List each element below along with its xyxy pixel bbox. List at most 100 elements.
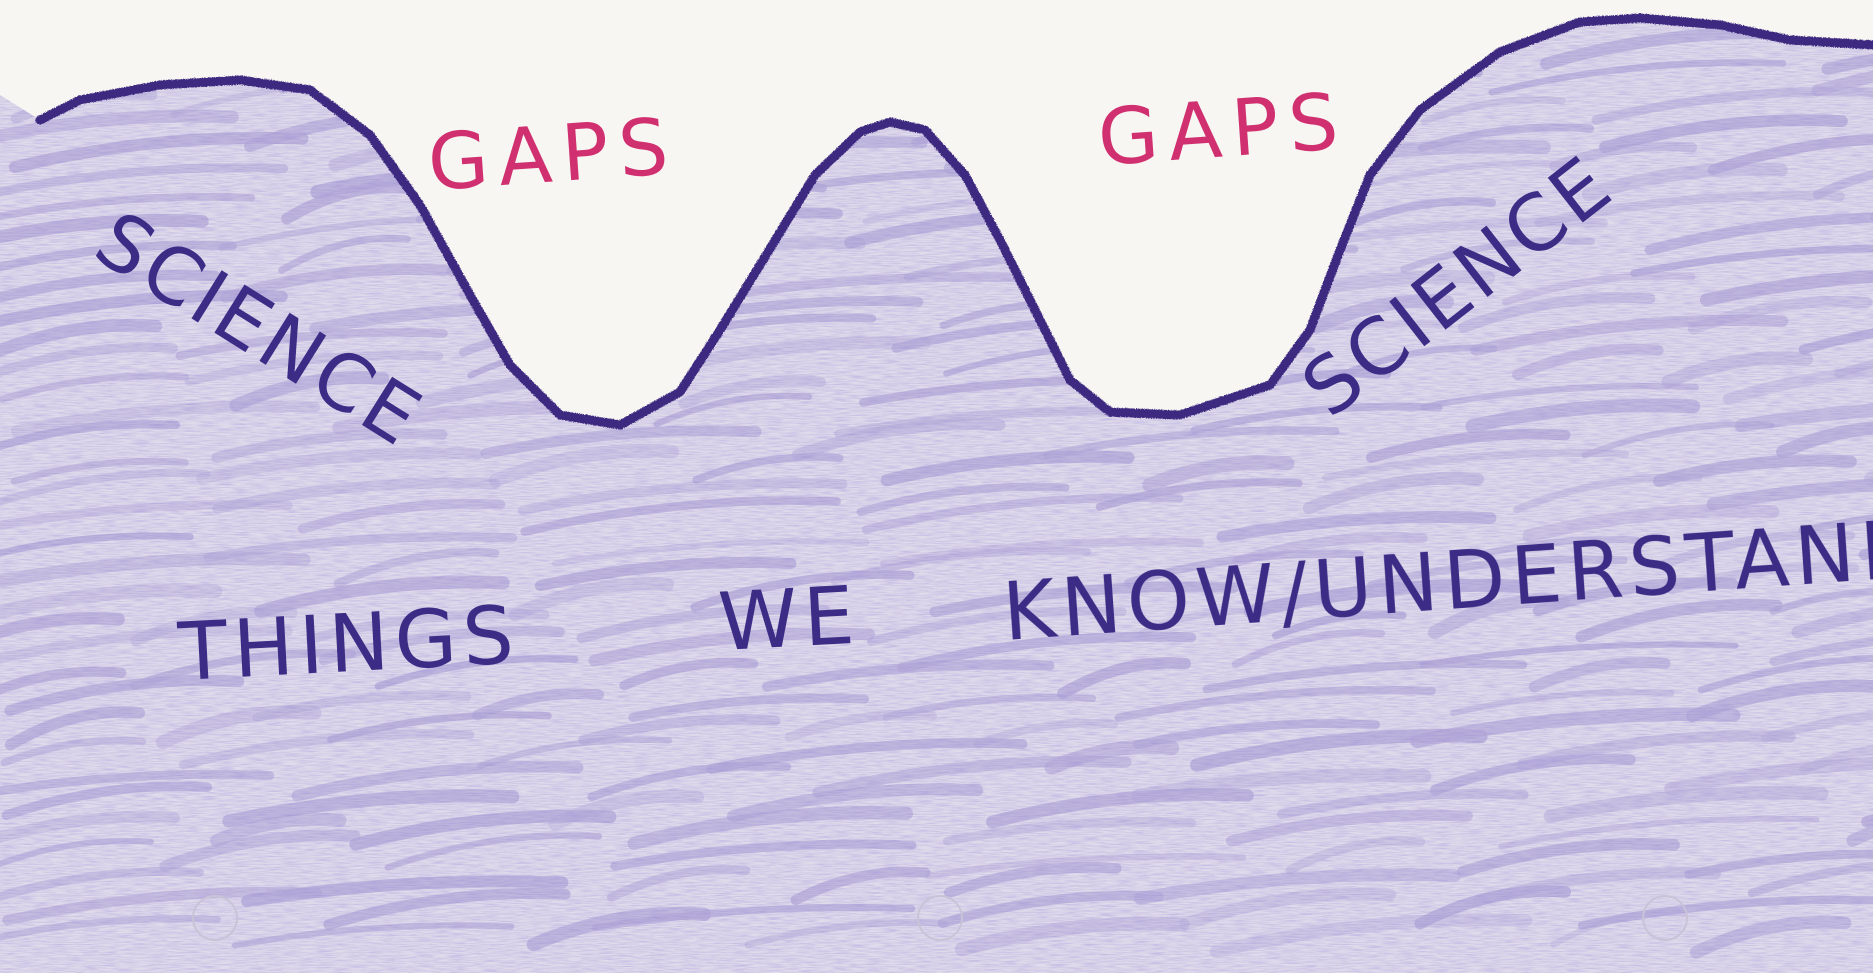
crayon-scribble-stroke	[1591, 86, 1873, 125]
crayon-scribble-stroke	[0, 915, 221, 948]
crayon-scribble-stroke	[508, 577, 674, 622]
crayon-scribble-stroke	[0, 163, 289, 202]
crayon-scribble-stroke	[1231, 629, 1385, 669]
crayon-scribble-stroke	[1575, 598, 1783, 643]
crayon-scribble-stroke	[929, 581, 1240, 617]
crayon-scribble-stroke	[1706, 475, 1873, 511]
crayon-scribble-stroke	[812, 755, 1132, 798]
crayon-scribble-stroke	[1322, 448, 1629, 482]
science-boundary-line	[35, 13, 1873, 430]
crayon-scribble-stroke	[1684, 849, 1873, 879]
crayon-scribble-stroke	[880, 450, 1135, 487]
crayon-scribble-stroke	[1309, 294, 1455, 334]
crayon-scribble-stroke	[0, 532, 194, 567]
crayon-scribble-stroke	[1420, 382, 1699, 410]
crayon-scribble-stroke	[0, 269, 221, 308]
crayon-scribble-stroke	[520, 496, 841, 536]
crayon-scribble-stroke	[1644, 211, 1873, 256]
crayon-scribble-stroke	[0, 811, 181, 856]
crayon-scribble-stroke	[1142, 455, 1295, 492]
crayon-scribble-stroke	[1244, 578, 1528, 619]
crayon-scribble-stroke	[1534, 190, 1845, 228]
crayon-scribble-stroke	[278, 234, 411, 274]
crayon-scribble-stroke	[1653, 454, 1857, 487]
crayon-scribble-stroke	[606, 865, 751, 902]
crayon-scribble-stroke	[1202, 659, 1528, 694]
gaps-label-left: GAPS	[425, 102, 681, 209]
crayon-scribble-stroke	[1400, 237, 1595, 273]
crayon-scribble-stroke	[587, 761, 792, 802]
crayon-scribble-stroke	[1190, 402, 1443, 434]
crayon-scribble-stroke	[252, 690, 472, 723]
crayon-scribble-stroke	[1812, 160, 1873, 200]
crayon-scribble-stroke	[1225, 809, 1473, 847]
crayon-scribble-stroke	[0, 552, 311, 588]
crayon-scribble-stroke	[1095, 478, 1303, 511]
crayon-scribble-stroke	[1550, 909, 1687, 948]
crayon-scribble-stroke	[1345, 197, 1497, 229]
crayon-scribble-stroke	[8, 131, 309, 174]
crayon-scribble-stroke	[1271, 610, 1407, 640]
crayon-scribble-stroke	[1689, 915, 1852, 959]
crayon-scribble-stroke	[241, 875, 569, 908]
crayon-scribble-stroke	[175, 328, 448, 360]
crayon-scribble-stroke	[1834, 339, 1873, 379]
crayon-scribble-stroke	[1131, 768, 1432, 803]
crayon-scribble-stroke	[1791, 600, 1873, 639]
crayon-scribble-stroke	[1660, 530, 1856, 569]
crayon-scribble-stroke	[11, 400, 321, 437]
crayon-scribble-stroke	[0, 612, 125, 647]
crayon-scribble-stroke	[0, 193, 256, 227]
crayon-scribble-stroke	[1664, 755, 1873, 796]
gaps-label-right: GAPS	[1095, 77, 1351, 184]
crayon-scribble-stroke	[1450, 689, 1675, 717]
crayon-scribble-stroke	[1216, 511, 1497, 543]
crayon-scribble-stroke	[229, 371, 390, 412]
crayon-scribble-stroke	[327, 711, 552, 744]
crayon-scribble-stroke	[1457, 838, 1680, 878]
crayon-scribble-stroke	[1821, 39, 1873, 75]
crayon-scribble-stroke	[1798, 500, 1873, 535]
crayon-scribble-stroke	[318, 625, 565, 666]
crayon-scribble-stroke	[784, 709, 937, 743]
crayon-scribble-stroke	[690, 570, 915, 612]
crayon-scribble-stroke	[830, 547, 1092, 585]
label-we: WE	[716, 569, 862, 669]
crayon-scribble-stroke	[384, 832, 603, 871]
crayon-scribble-stroke	[954, 916, 1190, 957]
crayon-scribble-stroke	[882, 693, 1097, 721]
crayon-scribble-stroke	[937, 890, 1164, 928]
crayon-scribble-stroke	[986, 788, 1254, 829]
crayon-scribble-stroke	[1760, 703, 1873, 743]
crayon-scribble-stroke	[1285, 836, 1426, 875]
crayon-scribble-stroke	[791, 418, 1006, 461]
crayon-scribble-stroke	[1057, 657, 1191, 700]
crayon-scribble-stroke	[488, 444, 679, 488]
crayon-scribble-stroke	[4, 675, 245, 716]
crayon-scribble-stroke	[196, 447, 483, 485]
crayon-scribble-stroke	[211, 428, 448, 463]
punch-hole-right	[1642, 895, 1688, 941]
crayon-scribble-stroke	[0, 666, 127, 696]
crayon-scribble-stroke	[2, 886, 323, 926]
crayon-scribble-stroke	[1133, 868, 1461, 905]
crayon-scribble-stroke	[0, 500, 293, 533]
crayon-scribble-stroke	[1686, 679, 1873, 723]
crayon-scribble-stroke	[1346, 160, 1568, 194]
crayon-scribble-stroke	[1410, 707, 1741, 749]
crayon-scribble-stroke	[1418, 123, 1595, 152]
crayon-scribble-stroke	[297, 498, 506, 534]
crayon-scribble-stroke	[1470, 314, 1789, 356]
crayon-scribble-stroke	[4, 706, 146, 751]
crayon-scribble-stroke	[678, 375, 826, 409]
crayon-scribble-stroke	[281, 181, 414, 225]
crayon-scribble-stroke	[477, 736, 673, 769]
crayon-scribble-stroke	[1799, 741, 1873, 775]
crayon-scribble-stroke	[1581, 162, 1788, 201]
crayon-scribble-stroke	[130, 648, 356, 690]
crayon-scribble-stroke	[744, 918, 949, 949]
crayon-scribble-stroke	[333, 548, 500, 588]
crayon-scribble-stroke	[1811, 56, 1873, 97]
crayon-scribble-stroke	[1516, 730, 1796, 771]
crayon-scribble-stroke	[1044, 739, 1180, 775]
